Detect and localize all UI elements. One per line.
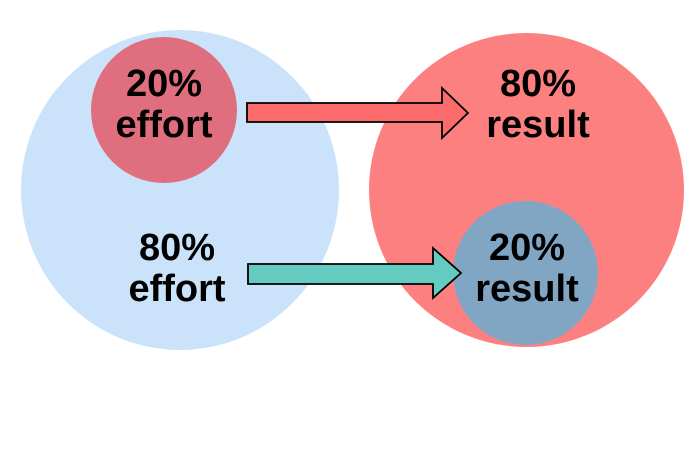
bottom-arrow-right-icon — [247, 246, 463, 300]
small-result-circle — [453, 201, 598, 345]
large-result-label: 80% result — [486, 63, 590, 146]
small-result-label: 20% result — [475, 227, 579, 310]
top-arrow-right-icon — [246, 86, 470, 140]
top-arrow-right-shape — [246, 86, 470, 140]
small-effort-label: 20% effort — [115, 63, 213, 146]
large-effort-label: 80% effort — [128, 227, 226, 310]
bottom-arrow-right-shape — [247, 246, 463, 300]
small-effort-circle — [91, 37, 237, 183]
